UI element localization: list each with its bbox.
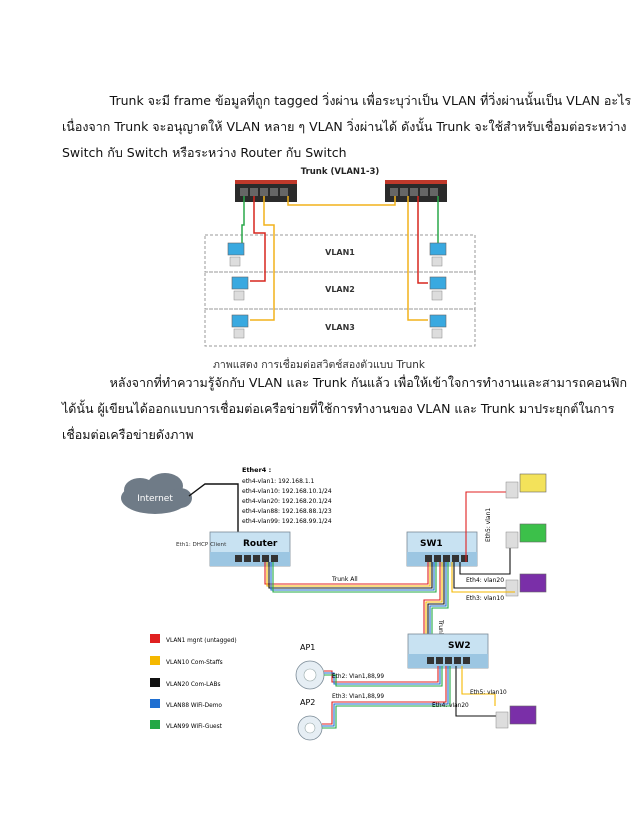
router-label: Router <box>243 539 278 549</box>
trunk-cable <box>287 196 396 206</box>
ap2-cable <box>322 666 451 729</box>
legend-label: VLAN10 Com-Staffs <box>166 660 223 666</box>
legend-label: VLAN99 WiFi-Guest <box>166 724 223 730</box>
pc-icon <box>429 242 447 267</box>
access-point-icon <box>297 715 323 741</box>
pc-icon <box>231 314 249 339</box>
paragraph-line: เนื่องจาก Trunk จะอนุญาตให้ VLAN หลาย ๆ … <box>62 119 627 134</box>
sw2-eth5-label: Eth5: vlan10 <box>470 690 507 696</box>
figure-caption: ภาพแสดง การเชื่อมต่อสวิตช์สองตัวแบบ Trun… <box>213 359 425 371</box>
pc-purple-icon <box>495 705 537 729</box>
sw1-eth4-label: Eth4: vlan20 <box>466 577 504 584</box>
sw1-eth3-label: Eth3: vlan10 <box>466 595 504 602</box>
eth1-label: Eth1: DHCP Client <box>176 542 227 548</box>
trunk-label: Trunk (VLAN1-3) <box>301 167 380 177</box>
paragraph-line: Trunk จะมี frame ข้อมูลที่ถูก tagged วิ่… <box>62 93 632 108</box>
sw2-label: SW2 <box>448 641 471 651</box>
sw2-eth4-label: Eth4: vlan20 <box>432 703 469 709</box>
legend-label: VLAN88 WiFi-Demo <box>166 703 222 709</box>
paragraph-line: เชื่อมต่อเครือข่ายดังภาพ <box>62 427 194 442</box>
trunk-all-label: Trunk All <box>331 576 358 583</box>
legend: VLAN1 mgnt (untagged) VLAN10 Com-Staffs … <box>150 634 237 730</box>
paragraph-line: ได้นั้น ผู้เขียนได้ออกแบบการเชื่อมต่อเคร… <box>62 401 615 416</box>
access-point-icon <box>295 660 325 690</box>
ap1-cable <box>324 666 443 687</box>
pc-green-icon <box>505 523 547 549</box>
pc-icon <box>429 276 447 301</box>
trunk-all-vertical-label: Trunk All <box>437 619 444 646</box>
ether4-line: eth4-vlan20: 192.168.20.1/24 <box>242 498 332 505</box>
network-topology-diagram: Internet Ether4 : eth4-vlan1: 192.168.1.… <box>121 466 547 741</box>
ap2-label: AP2 <box>300 698 315 707</box>
ether4-line: eth4-vlan10: 192.168.10.1/24 <box>242 488 332 495</box>
switch-right <box>385 180 447 202</box>
ap1-label: AP1 <box>300 643 315 652</box>
design-paragraph: หลังจากที่ทำความรู้จักกับ VLAN และ Trunk… <box>62 370 628 448</box>
legend-label: VLAN20 Com-LABs <box>166 682 221 688</box>
pc-purple-icon <box>505 573 547 597</box>
trunk-diagram: Trunk (VLAN1-3) VLAN1 VLAN2 VLAN3 <box>204 167 476 347</box>
ether4-line: eth4-vlan99: 192.168.99.1/24 <box>242 518 332 525</box>
ether4-line: eth4-vlan88: 192.168.88.1/23 <box>242 508 332 515</box>
ether4-title: Ether4 : <box>242 466 271 474</box>
ether4-line: eth4-vlan1: 192.168.1.1 <box>242 478 315 485</box>
sw2-device <box>407 633 489 669</box>
vlan2-label: VLAN2 <box>325 285 355 294</box>
internet-label: Internet <box>137 494 173 504</box>
vlan3-label: VLAN3 <box>325 323 355 332</box>
internet-cloud-icon <box>121 473 192 514</box>
switch-left <box>235 180 297 202</box>
sw2-eth3-label: Eth3: Vlan1,88,99 <box>332 694 384 700</box>
sw1-eth5-label: Eth5: vlan1 <box>485 508 492 542</box>
paragraph-line: หลังจากที่ทำความรู้จักกับ VLAN และ Trunk… <box>62 375 628 390</box>
pc-icon <box>429 314 447 339</box>
sw1-label: SW1 <box>420 539 443 549</box>
intro-paragraph: Trunk จะมี frame ข้อมูลที่ถูก tagged วิ่… <box>62 88 632 166</box>
pc-icon <box>227 242 245 267</box>
legend-label: VLAN1 mgnt (untagged) <box>166 638 237 644</box>
vlan1-label: VLAN1 <box>325 248 355 257</box>
vlan3-box <box>204 308 476 347</box>
paragraph-line: Switch กับ Switch หรือระหว่าง Router กับ… <box>62 145 347 160</box>
router-device <box>209 531 291 567</box>
trunk-router-sw1 <box>264 562 437 593</box>
pc-yellow-icon <box>505 473 547 499</box>
pc-icon <box>231 276 249 301</box>
sw2-eth2-label: Eth2: Vlan1,88,99 <box>332 674 384 680</box>
